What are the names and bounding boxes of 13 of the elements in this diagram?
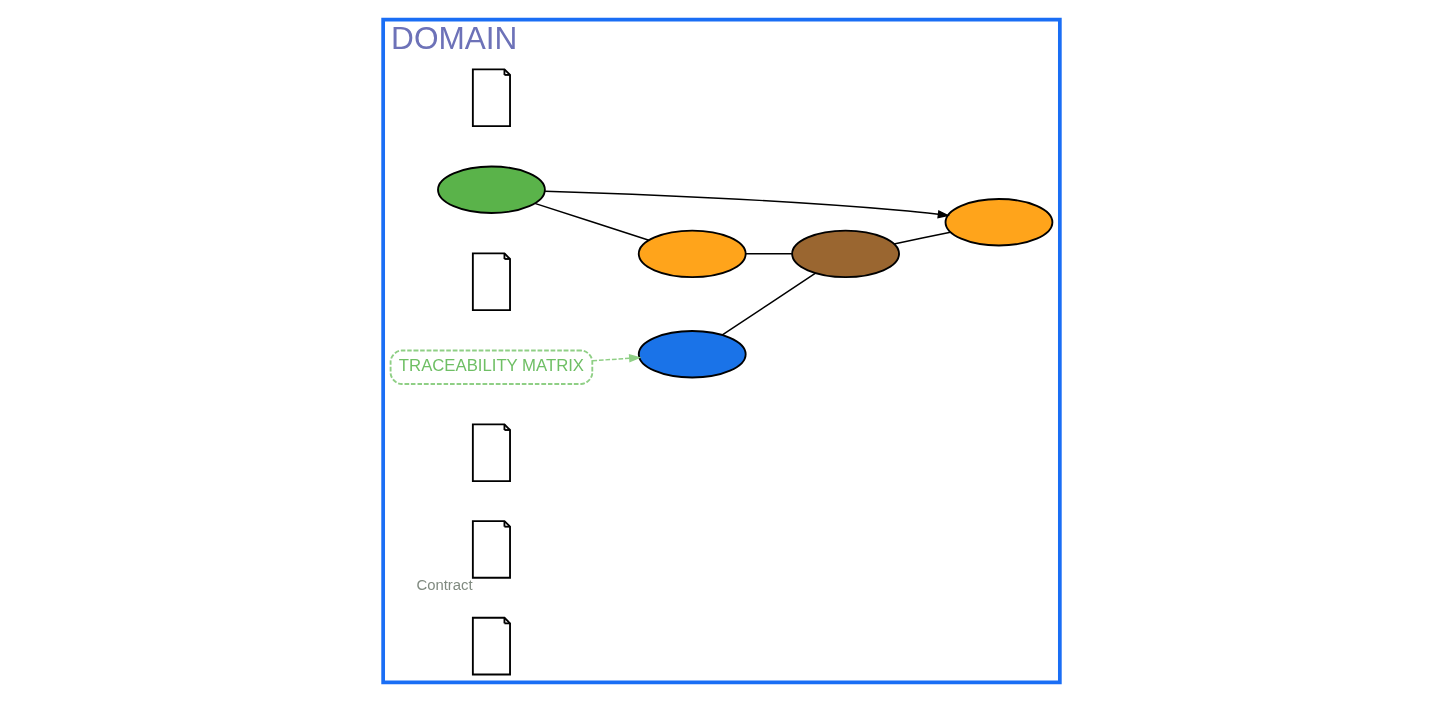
node-ellipse: [944, 198, 1054, 247]
connector: [893, 231, 952, 245]
connector: [744, 253, 793, 255]
node-label: Contract: [416, 576, 473, 593]
node-box: TRACEABILITY MATRIX: [389, 349, 594, 385]
node-ellipse: [791, 229, 900, 279]
node-ellipse: [637, 229, 747, 279]
arrow: [591, 354, 642, 363]
connector: [534, 202, 650, 241]
connector: [721, 272, 817, 336]
node-ellipse: [437, 165, 546, 214]
node-ellipse: [637, 330, 747, 379]
arrow: [544, 190, 950, 219]
